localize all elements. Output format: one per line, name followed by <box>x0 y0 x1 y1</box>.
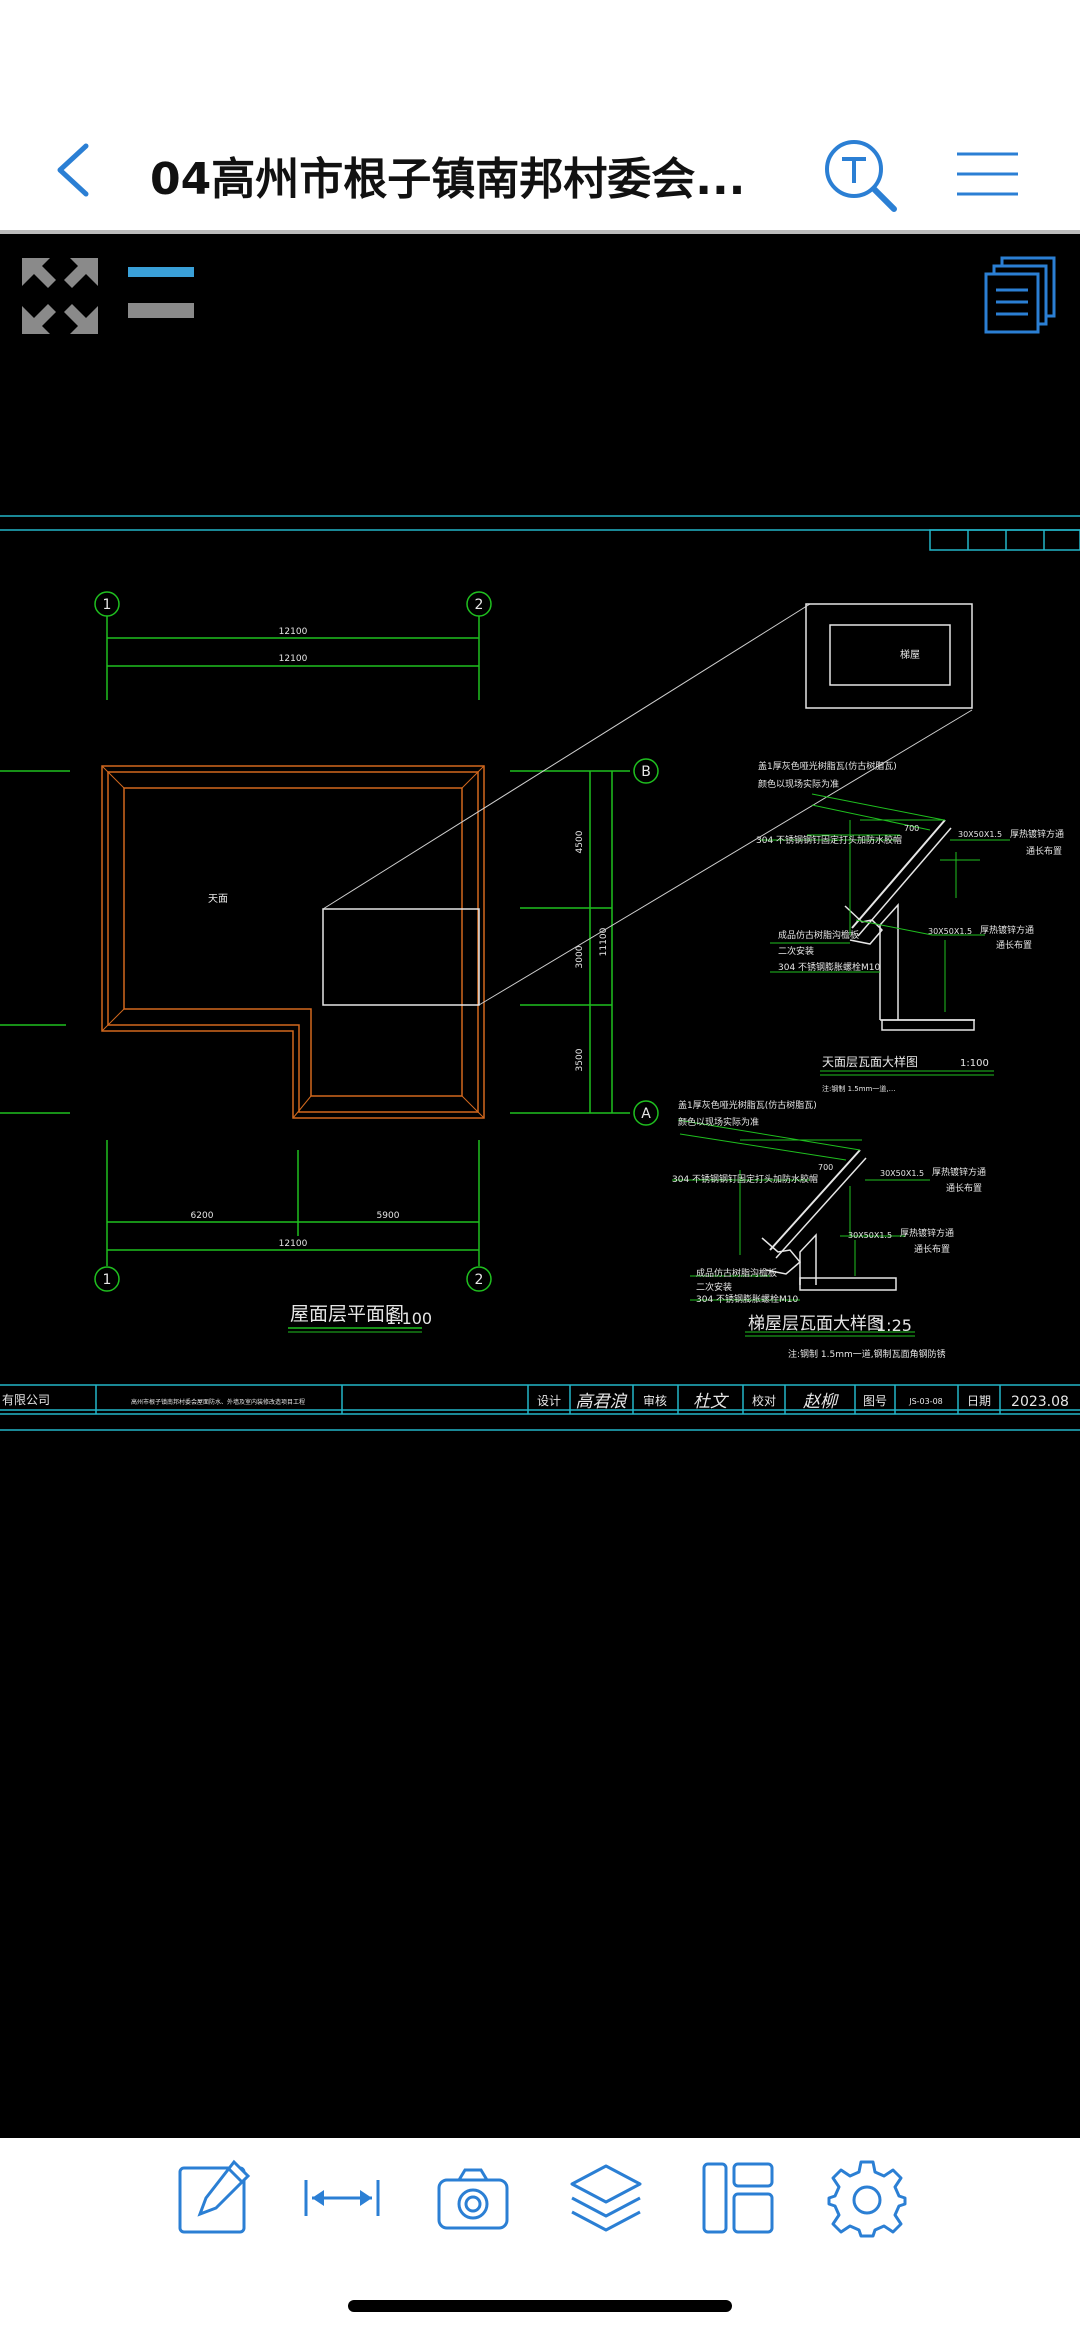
detail1-text-8: 厚热镀锌方通 <box>1010 828 1064 840</box>
grid-lines <box>0 591 659 1292</box>
titleblock-date-label: 日期 <box>967 1394 991 1408</box>
home-indicator <box>348 2300 732 2312</box>
dim-right-3: 3500 <box>575 1048 585 1071</box>
roof-detail-1: 盖1厚灰色哑光树脂瓦(仿古树脂瓦) 颜色以现场实际为准 304 不锈钢钢钉固定打… <box>756 760 1064 1093</box>
measure-distance-icon[interactable] <box>302 2158 382 2238</box>
detail2-text-7: 30X50X1.5 <box>880 1169 924 1178</box>
detail2-note: 注:钢制 1.5mm一道,钢制瓦面角钢防锈 <box>788 1348 946 1360</box>
axis-label-2-bottom: 2 <box>475 1272 484 1288</box>
titleblock-date: 2023.08 <box>1011 1394 1069 1410</box>
dim-right-2: 3000 <box>575 945 585 968</box>
detail2-title: 梯屋层瓦面大样图 <box>748 1314 884 1334</box>
titleblock-reviewer-signature: 杜文 <box>693 1392 730 1412</box>
dim-bottom-right: 5900 <box>377 1211 400 1221</box>
roof-detail-2: 盖1厚灰色哑光树脂瓦(仿古树脂瓦) 颜色以现场实际为准 304 不锈钢钢钉固定打… <box>672 1099 986 1360</box>
axis-label-B: B <box>641 764 651 780</box>
line-weight-icon[interactable] <box>128 267 194 318</box>
detail1-note: 注:钢制 1.5mm一道,… <box>822 1084 896 1093</box>
detail1-text-7: 30X50X1.5 <box>958 830 1002 839</box>
detail2-text-6: 304 不锈钢膨胀螺栓M10 <box>696 1293 799 1305</box>
layers-icon[interactable] <box>566 2158 646 2238</box>
stair-key-plan <box>805 603 973 709</box>
camera-icon[interactable] <box>433 2158 513 2238</box>
detail-leader-lines <box>322 603 973 1006</box>
dim-right-total: 11100 <box>599 927 609 956</box>
detail2-text-9: 通长布置 <box>946 1182 982 1194</box>
detail2-text-8: 厚热镀锌方通 <box>932 1166 986 1178</box>
titleblock-company: 有限公司 <box>2 1393 50 1407</box>
titleblock-project: 高州市根子镇南邦村委会屋面防水、外墙及室内装修改造项目工程 <box>131 1398 305 1406</box>
detail2-text-3: 304 不锈钢钢钉固定打头加防水胶帽 <box>672 1173 818 1185</box>
layout-icon[interactable] <box>698 2158 778 2238</box>
titleblock-drawing-no-value: JS-03-08 <box>908 1397 943 1406</box>
titleblock-drawing-no-label: 图号 <box>863 1394 887 1408</box>
detail2-text-5: 二次安装 <box>696 1281 732 1293</box>
detail1-text-1: 盖1厚灰色哑光树脂瓦(仿古树脂瓦) <box>758 760 897 772</box>
document-title: 04高州市根子镇南邦村委会... <box>150 154 746 205</box>
dim-top-1: 12100 <box>279 627 308 637</box>
header-divider <box>0 230 1080 234</box>
detail2-scale: 1:25 <box>876 1316 912 1335</box>
chevron-left-icon[interactable] <box>48 140 98 200</box>
title-block: 有限公司 高州市根子镇南邦村委会屋面防水、外墙及室内装修改造项目工程 设计 高君… <box>0 1384 1080 1415</box>
axis-label-1-bottom: 1 <box>103 1272 112 1288</box>
expand-arrows-icon[interactable] <box>22 258 98 334</box>
dim-bottom-left: 6200 <box>191 1211 214 1221</box>
detail2-text-1: 盖1厚灰色哑光树脂瓦(仿古树脂瓦) <box>678 1099 817 1111</box>
detail1-scale: 1:100 <box>960 1058 989 1069</box>
detail1-text-8b: 厚热镀锌方通 <box>980 924 1034 936</box>
settings-gear-icon[interactable] <box>827 2158 907 2238</box>
plan-scale: 1:100 <box>386 1309 432 1328</box>
titleblock-design-label: 设计 <box>537 1394 561 1408</box>
dim-top-2: 12100 <box>279 654 308 664</box>
detail2-text-9b: 通长布置 <box>914 1243 950 1255</box>
roof-outline <box>101 765 485 1119</box>
detail2-text-7b: 30X50X1.5 <box>848 1231 892 1240</box>
detail1-text-5: 二次安装 <box>778 945 814 957</box>
detail1-text-2: 颜色以现场实际为准 <box>758 778 839 790</box>
detail1-title: 天面层瓦面大样图 <box>822 1054 918 1069</box>
sheets-icon[interactable] <box>984 256 1056 334</box>
dim-bottom-total: 12100 <box>279 1239 308 1249</box>
detail2-text-2: 颜色以现场实际为准 <box>678 1116 759 1128</box>
roof-hip-lines <box>101 765 485 1119</box>
detail2-text-4: 成品仿古树脂沟檐板 <box>696 1267 777 1279</box>
titleblock-review-label: 审核 <box>643 1393 667 1408</box>
edit-pencil-icon[interactable] <box>176 2158 256 2238</box>
detail2-dim: 700 <box>818 1163 833 1172</box>
sheet-border <box>0 515 1080 1431</box>
stair-house-box <box>322 908 480 1006</box>
detail1-text-9b: 通长布置 <box>996 939 1032 951</box>
detail1-text-9: 通长布置 <box>1026 845 1062 857</box>
detail1-text-6: 304 不锈钢膨胀螺栓M10 <box>778 961 881 973</box>
text-search-icon[interactable] <box>820 135 900 215</box>
detail2-text-8b: 厚热镀锌方通 <box>900 1227 954 1239</box>
titleblock-checker-signature: 赵柳 <box>803 1392 839 1412</box>
detail1-text-7b: 30X50X1.5 <box>928 927 972 936</box>
top-nav-bar: 04高州市根子镇南邦村委会... <box>0 0 1080 230</box>
hamburger-menu-icon[interactable] <box>955 150 1020 198</box>
detail1-text-3: 304 不锈钢钢钉固定打头加防水胶帽 <box>756 834 902 846</box>
cad-drawing[interactable]: 1 2 1 2 B A 12100 12100 6200 5900 12100 … <box>0 234 1080 2138</box>
cad-drawing-canvas[interactable]: 1 2 1 2 B A 12100 12100 6200 5900 12100 … <box>0 234 1080 2138</box>
titleblock-designer-signature: 高君浪 <box>576 1392 628 1412</box>
roof-label: 天面 <box>208 894 228 905</box>
plan-title: 屋面层平面图 <box>290 1303 404 1325</box>
axis-label-2-top: 2 <box>475 597 484 613</box>
dim-right-1: 4500 <box>575 830 585 853</box>
stair-box-label: 梯屋 <box>900 648 920 661</box>
detail1-text-4: 成品仿古树脂沟檐板 <box>778 929 859 941</box>
axis-label-1-top: 1 <box>103 597 112 613</box>
titleblock-check-label: 校对 <box>752 1393 776 1408</box>
detail1-dim: 700 <box>904 824 919 833</box>
axis-label-A: A <box>641 1106 651 1122</box>
